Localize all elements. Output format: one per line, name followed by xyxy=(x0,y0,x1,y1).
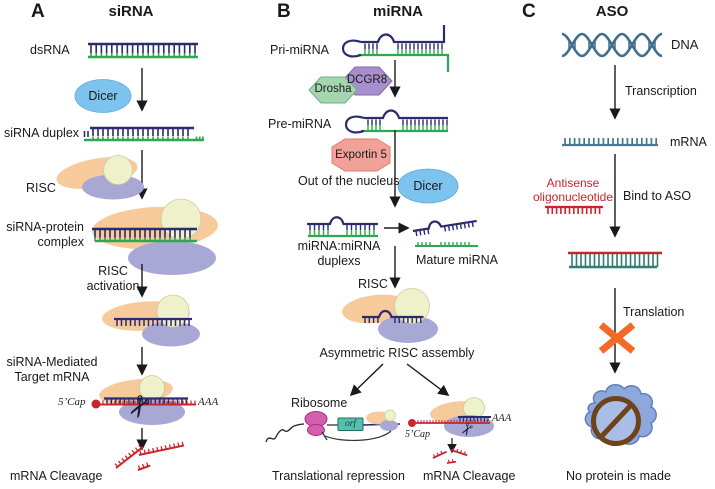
pre-mirna-label: Pre-miRNA xyxy=(268,117,332,131)
exportin5-label: Exportin 5 xyxy=(335,149,387,161)
asymmetric-assembly-label: Asymmetric RISC assembly xyxy=(319,346,475,360)
dcgr8-label: DCGR8 xyxy=(346,74,388,86)
no-protein-icon xyxy=(584,384,657,446)
risc-label-a: RISC xyxy=(26,181,56,195)
translational-repression-shape xyxy=(265,409,401,443)
cap-label-b: 5’Cap xyxy=(405,429,430,440)
dsrna-duplex-shape xyxy=(88,42,198,59)
mrna-strand-shape xyxy=(562,138,658,147)
translation-label: Translation xyxy=(623,305,685,319)
translational-repression-label: Translational repression xyxy=(272,469,405,483)
arrow-to-cleavage-b xyxy=(406,363,450,397)
dsrna-label: dsRNA xyxy=(30,43,70,57)
aaa-label-a: AAA xyxy=(198,396,219,408)
aso-mrna-duplex-shape xyxy=(568,251,662,269)
aso-strand-shape xyxy=(545,205,603,214)
target-mrna-assembly-shape xyxy=(91,375,196,425)
pre-mirna-shape xyxy=(345,109,448,134)
mirna-duplex-shape xyxy=(307,216,378,238)
pri-mirna-shape xyxy=(342,25,450,72)
exportin5-protein-shape xyxy=(331,138,391,172)
target-mrna-label: siRNA-Mediated Target mRNA xyxy=(6,355,98,384)
dna-label: DNA xyxy=(671,37,699,52)
mrna-fragments-a xyxy=(114,441,185,471)
sirna-duplex-label: siRNA duplex xyxy=(4,126,80,140)
sirna-protein-complex-shape xyxy=(92,198,218,275)
mature-mirna-label: Mature miRNA xyxy=(416,253,498,267)
activated-risc-shape xyxy=(102,294,200,347)
mrna-cleavage-assembly-b xyxy=(408,397,494,464)
risc-complex-shape-a xyxy=(56,155,144,200)
out-of-nucleus-label: Out of the nucleus xyxy=(298,174,400,188)
mrna-cleavage-label-a: mRNA Cleavage xyxy=(10,469,103,483)
mrna-cleavage-label-b: mRNA Cleavage xyxy=(423,469,516,483)
panel-b-graphics xyxy=(265,25,494,464)
no-protein-label: No protein is made xyxy=(566,469,671,483)
panel-a-graphics xyxy=(56,42,218,471)
panel-b-letter: B xyxy=(277,1,291,22)
mirna-duplex-label: miRNA:miRNA duplexs xyxy=(297,239,381,268)
dicer-enzyme-shape-a xyxy=(74,79,132,113)
antisense-oligo-label: Antisense oligonucleotide xyxy=(532,176,614,205)
ribosome-label: Ribosome xyxy=(291,396,348,410)
transcription-label: Transcription xyxy=(625,84,697,98)
arrow-to-repression xyxy=(349,363,384,397)
drosha-label: Drosha xyxy=(314,83,352,95)
mrna-label: mRNA xyxy=(670,135,707,149)
panel-c-letter: C xyxy=(522,1,536,22)
panel-c-graphics xyxy=(545,32,663,446)
blocked-x-icon xyxy=(598,322,636,354)
drosha-protein-shape xyxy=(308,76,358,104)
pri-mirna-label: Pri-miRNA xyxy=(270,43,330,57)
panel-c-title: ASO xyxy=(595,3,629,20)
risc-activation-label: RISC activation xyxy=(86,264,140,293)
panel-a-title: siRNA xyxy=(108,3,154,20)
panel-a-letter: A xyxy=(31,1,45,22)
aaa-label-b: AAA xyxy=(492,413,512,424)
risc-complex-shape-b xyxy=(342,288,438,343)
dicer-label-b: Dicer xyxy=(413,179,443,193)
panel-b-title: miRNA xyxy=(372,3,423,20)
cap-label-a: 5’Cap xyxy=(58,396,86,408)
sirna-duplex-shape xyxy=(83,126,204,142)
dna-helix-shape xyxy=(561,32,663,58)
dicer-label-a: Dicer xyxy=(88,89,118,103)
mature-mirna-shape xyxy=(412,219,478,247)
bind-to-aso-label: Bind to ASO xyxy=(623,189,692,203)
risc-label-b: RISC xyxy=(358,277,388,291)
dicer-enzyme-shape-b xyxy=(397,168,459,204)
sirna-protein-complex-label: siRNA-protein complex xyxy=(6,220,84,249)
orf-label: orf xyxy=(344,419,357,429)
